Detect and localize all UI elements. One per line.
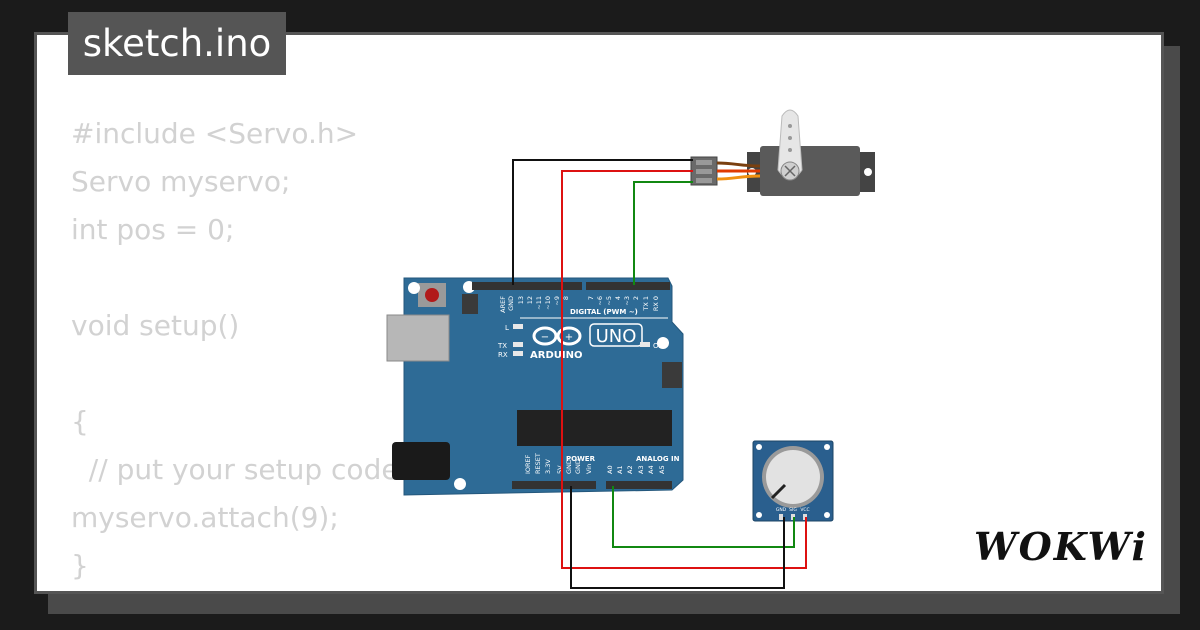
servo-motor[interactable] — [690, 109, 875, 196]
pot-pin-label: SIG — [789, 507, 797, 513]
led-l — [513, 324, 523, 329]
wires — [512, 159, 807, 589]
usb-connector — [386, 314, 450, 362]
pin-label: 7 — [587, 296, 595, 300]
pin-label: A1 — [616, 465, 624, 474]
wire-pot-signal[interactable] — [612, 486, 795, 548]
pin-label: ~6 — [596, 296, 604, 306]
analog-label: ANALOG IN — [636, 455, 680, 463]
mount-hole — [864, 168, 872, 176]
board-brand: ARDUINO — [530, 350, 582, 361]
pin-label: AREF — [499, 296, 507, 313]
wire-5v[interactable] — [561, 170, 807, 569]
pin-label: A5 — [658, 465, 666, 474]
code-line: Servo myservo; — [71, 165, 291, 198]
power-header — [512, 481, 596, 489]
digital-header-right — [586, 282, 670, 290]
wire-gnd[interactable] — [570, 486, 785, 589]
arduino-logo-icon: − + — [532, 326, 582, 346]
pot-pin-label: VCC — [800, 507, 809, 513]
icsp-header — [462, 294, 682, 388]
led-l-label: L — [505, 324, 509, 332]
wire-servo-gnd[interactable] — [512, 159, 693, 285]
pin-label: Vin — [585, 464, 593, 474]
uno-badge — [589, 323, 643, 347]
pin-label: 12 — [526, 296, 534, 304]
code-line: { — [71, 405, 89, 438]
pin-label: A2 — [626, 465, 634, 474]
code-line: } — [71, 549, 89, 582]
mount-hole — [657, 337, 669, 349]
pin-label: 4 — [614, 296, 622, 300]
svg-text:+: + — [565, 332, 573, 343]
pot-pin-label: GND — [776, 507, 787, 513]
arduino-uno-board[interactable]: DIGITAL (PWM ~) − + UNO ARDUINO L TX RX … — [386, 277, 684, 496]
servo-wire-orange — [716, 174, 761, 181]
pin-label: GND — [574, 459, 582, 474]
servo-body — [760, 146, 860, 196]
digital-label: DIGITAL (PWM ~) — [570, 308, 638, 316]
pin-label: 13 — [517, 296, 525, 304]
board-model: UNO — [596, 326, 637, 347]
pin-label: 3.3V — [544, 459, 552, 474]
led-rx-label: RX — [498, 351, 508, 359]
power-label: POWER — [566, 455, 596, 463]
digital-header-left — [472, 282, 582, 290]
pin-label: A4 — [647, 465, 655, 474]
pin-label: 5V — [556, 465, 564, 474]
potentiometer[interactable]: GND SIG VCC — [752, 440, 834, 522]
pin-label: TX 1 — [642, 296, 650, 312]
mount-hole — [454, 478, 466, 490]
code-line: #include <Servo.h> — [71, 117, 359, 150]
wire-servo-signal[interactable] — [633, 181, 693, 285]
wokwi-logo: WOKWi — [974, 524, 1148, 569]
code-line: void setup() — [71, 309, 240, 342]
servo-wire-brown — [716, 161, 761, 168]
pin-label: IOREF — [524, 454, 532, 474]
led-rx — [513, 351, 523, 356]
pin-label: RX 0 — [652, 296, 660, 311]
pin-label: 8 — [562, 296, 570, 300]
pot-indicator — [770, 483, 787, 500]
pin-label: A0 — [606, 465, 614, 474]
pin-label: ~11 — [535, 296, 543, 310]
pin-label: 2 — [632, 296, 640, 300]
pin-label: A3 — [637, 465, 645, 474]
pin-label: ~9 — [553, 296, 561, 306]
mount-hole — [408, 282, 420, 294]
pin-label: ~3 — [623, 296, 631, 306]
led-on-label: ON — [653, 342, 664, 350]
reset-button[interactable] — [425, 288, 439, 302]
analog-header — [606, 481, 672, 489]
led-on — [640, 342, 650, 347]
code-line: myservo.attach(9); — [71, 501, 339, 534]
power-jack — [392, 442, 450, 480]
pin-label: ~5 — [605, 296, 613, 306]
pin-label: GND — [565, 459, 573, 474]
atmega-chip — [517, 410, 672, 446]
pin-label: RESET — [534, 453, 542, 474]
file-title: sketch.ino — [68, 12, 286, 75]
pin-label: ~10 — [544, 296, 552, 310]
pin-label: GND — [507, 296, 515, 311]
led-tx — [513, 342, 523, 347]
led-tx-label: TX — [497, 342, 507, 350]
svg-text:−: − — [541, 332, 549, 343]
code-line: int pos = 0; — [71, 213, 235, 246]
